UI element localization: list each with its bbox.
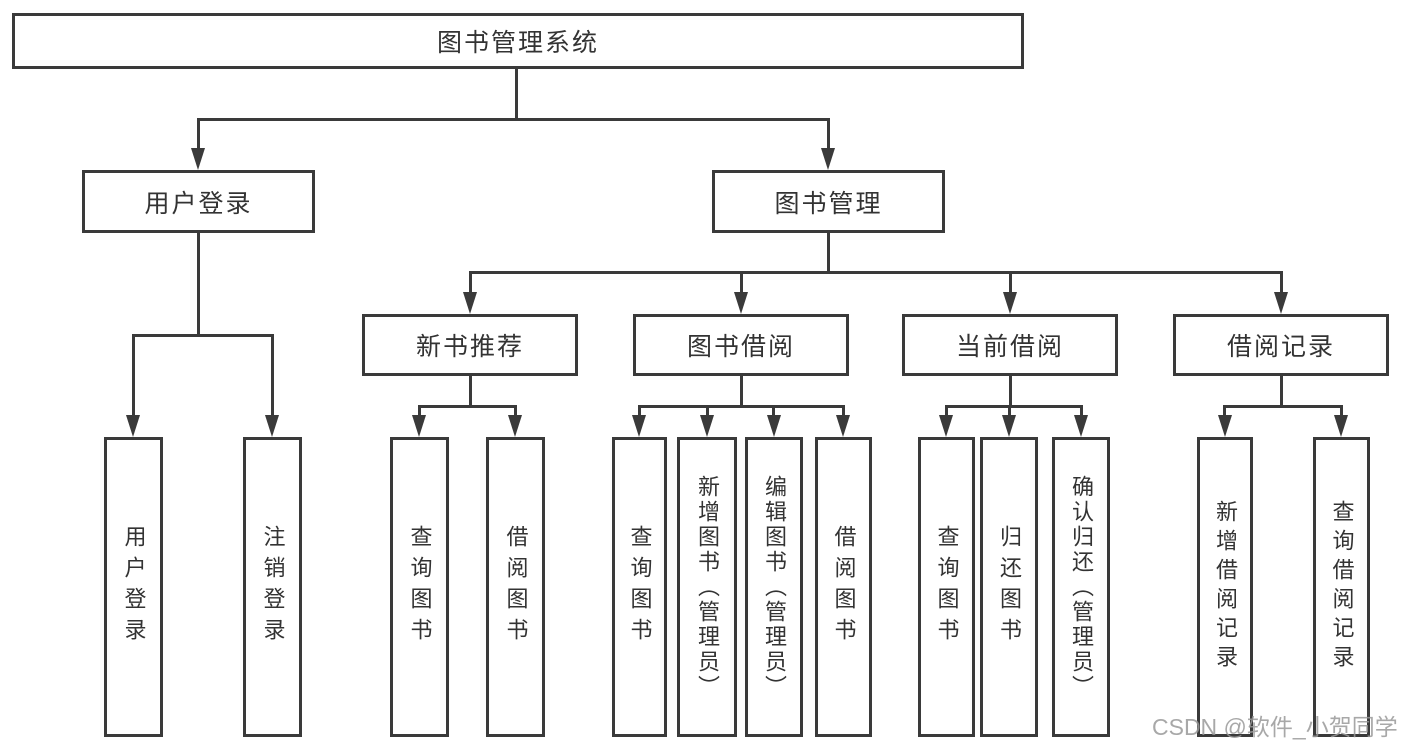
node-label: 图书管理 [774,189,883,218]
connector-line [1009,376,1012,407]
connector-line [132,334,135,418]
arrow-down-icon [734,292,748,314]
node-leaf-query-books-recommend: 查询图书 [390,437,449,737]
arrow-down-icon [508,415,522,437]
connector-line [197,233,200,336]
node-leaf-query-books-current: 查询图书 [918,437,975,737]
connector-line [842,405,845,418]
connector-line [1340,405,1343,418]
connector-line [1280,271,1283,295]
node-leaf-add-book-admin: 新增图书（管理员） [677,437,737,737]
arrow-down-icon [463,292,477,314]
connector-line [827,118,830,152]
node-label: 查询图书 [627,525,653,649]
arrow-down-icon [1274,292,1288,314]
node-label: 用户登录 [144,189,253,218]
connector-line [706,405,709,418]
node-label: 图书借阅 [686,333,795,361]
connector-line [132,334,274,337]
node-label: 借阅记录 [1226,333,1335,361]
connector-line [515,69,518,119]
connector-line [638,405,844,408]
node-label: 当前借阅 [955,333,1064,361]
connector-line [1080,405,1083,418]
connector-line [271,334,274,418]
connector-line [740,376,743,407]
connector-line [740,271,743,295]
connector-line [1009,271,1012,295]
arrow-down-icon [767,415,781,437]
node-label: 用户登录 [121,525,147,649]
node-borrowing-records: 借阅记录 [1173,314,1389,376]
node-leaf-logout: 注销登录 [243,437,302,737]
node-leaf-borrow-books-borrowing: 借阅图书 [815,437,872,737]
node-library-management-system: 图书管理系统 [12,13,1024,69]
node-user-login: 用户登录 [82,170,315,233]
arrow-down-icon [939,415,953,437]
node-leaf-query-borrow-record: 查询借阅记录 [1313,437,1370,737]
node-leaf-user-login: 用户登录 [104,437,163,737]
connector-line [945,405,948,418]
node-leaf-return-book: 归还图书 [980,437,1038,737]
node-book-management: 图书管理 [712,170,945,233]
arrow-down-icon [1074,415,1088,437]
node-new-book-recommendation: 新书推荐 [362,314,578,376]
connector-line [1280,376,1283,407]
arrow-down-icon [265,415,279,437]
connector-line [418,405,421,418]
node-label: 新书推荐 [415,333,524,361]
connector-line [469,271,472,295]
arrow-down-icon [126,415,140,437]
connector-line [945,405,1082,408]
node-label: 归还图书 [997,525,1022,649]
node-leaf-query-books-borrowing: 查询图书 [612,437,667,737]
node-leaf-add-borrow-record: 新增借阅记录 [1197,437,1253,737]
node-current-borrowing: 当前借阅 [902,314,1118,376]
arrow-down-icon [1218,415,1232,437]
node-label: 查询图书 [407,525,433,649]
connector-line [638,405,641,418]
arrow-down-icon [1334,415,1348,437]
node-label: 查询借阅记录 [1329,500,1355,674]
connector-line [197,118,830,121]
node-label: 注销登录 [260,525,286,649]
node-leaf-edit-book-admin: 编辑图书（管理员） [745,437,803,737]
connector-line [469,271,1283,274]
arrow-down-icon [412,415,426,437]
arrow-down-icon [191,148,205,170]
node-label: 新增借阅记录 [1213,500,1238,674]
connector-line [418,405,517,408]
node-label: 查询图书 [934,525,960,649]
connector-line [514,405,517,418]
connector-line [1223,405,1342,408]
node-label: 编辑图书（管理员） [762,474,787,700]
node-label: 确认归还（管理员） [1069,474,1094,700]
arrow-down-icon [821,148,835,170]
watermark: CSDN @软件_小贺同学 [1152,714,1398,740]
node-leaf-confirm-return-admin: 确认归还（管理员） [1052,437,1110,737]
arrow-down-icon [1003,292,1017,314]
node-label: 图书管理系统 [436,29,599,57]
node-label: 借阅图书 [831,525,857,649]
arrow-down-icon [1002,415,1016,437]
arrow-down-icon [632,415,646,437]
connector-line [772,405,775,418]
node-book-borrowing: 图书借阅 [633,314,849,376]
connector-line [1008,405,1011,418]
node-label: 借阅图书 [503,525,529,649]
arrow-down-icon [836,415,850,437]
node-leaf-borrow-books-recommend: 借阅图书 [486,437,545,737]
connector-line [197,118,200,152]
arrow-down-icon [700,415,714,437]
connector-line [469,376,472,407]
node-label: 新增图书（管理员） [695,474,720,700]
connector-line [1223,405,1226,418]
connector-line [827,233,830,273]
